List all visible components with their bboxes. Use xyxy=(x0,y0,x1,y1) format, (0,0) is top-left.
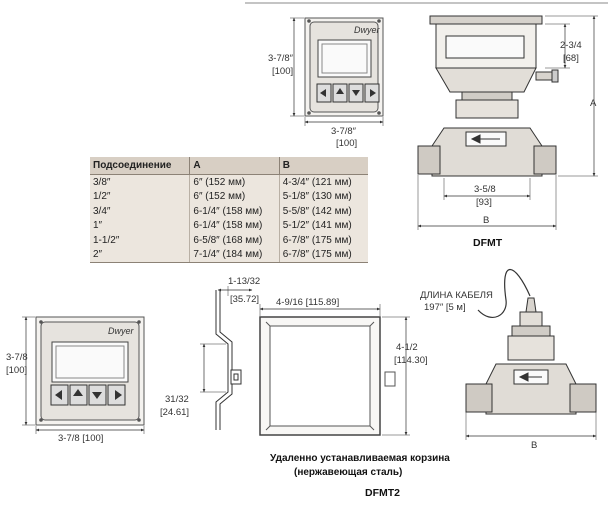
cell-b: 4-3/4″ (121 мм) xyxy=(279,174,368,190)
cable-length-value: 197″ [5 м] xyxy=(424,302,466,313)
dfmt-caption: DFMT xyxy=(473,237,503,249)
dfmt-brand-logo: Dwyer xyxy=(354,25,381,35)
cell-a: 7-1/4″ (184 мм) xyxy=(189,247,280,263)
cell-b: 6-7/8″ (175 мм) xyxy=(279,233,368,248)
basket-width-dim: 4-9/16 [115.89] xyxy=(276,297,339,308)
cell-a: 6-1/4″ (158 мм) xyxy=(189,218,280,233)
dfmt-front-width-mm: [100] xyxy=(336,138,357,149)
cell-b: 5-1/2″ (141 мм) xyxy=(279,218,368,233)
cell-a: 6″ (152 мм) xyxy=(189,174,280,190)
up-arrow-icon xyxy=(73,389,83,396)
dfmt2-front-panel: Dwyer xyxy=(35,316,145,426)
cable-length-label: ДЛИНА КАБЕЛЯ xyxy=(420,290,493,301)
bracket-top-dim: 1-13/32 xyxy=(228,276,260,287)
basket-height-dim-mm: [114.30] xyxy=(394,355,428,366)
down-arrow-icon xyxy=(352,90,360,96)
left-arrow-icon xyxy=(55,390,62,400)
basket-height-dim: 4-1/2 xyxy=(396,342,418,353)
dfmt-front-height-mm: [100] xyxy=(272,66,293,77)
cell-b: 5-5/8″ (142 мм) xyxy=(279,204,368,219)
table-row: 1-1/2″ 6-5/8″ (168 мм) 6-7/8″ (175 мм) xyxy=(90,233,368,248)
table-row: 1″ 6-1/4″ (158 мм) 5-1/2″ (141 мм) xyxy=(90,218,368,233)
cell-b: 5-1/8″ (130 мм) xyxy=(279,189,368,204)
table-row: 1/2″ 6″ (152 мм) 5-1/8″ (130 мм) xyxy=(90,189,368,204)
header-b: B xyxy=(279,157,368,175)
dfmt2-brand-logo: Dwyer xyxy=(108,326,135,336)
bracket-top-dim-mm: [35.72] xyxy=(230,294,259,305)
dfmt2-panel-height: 3-7/8 xyxy=(6,352,28,363)
cell-connection: 1/2″ xyxy=(90,189,191,204)
table-row: 3/4″ 6-1/4″ (158 мм) 5-5/8″ (142 мм) xyxy=(90,204,368,219)
right-arrow-icon xyxy=(370,89,376,97)
header-connection: Подсоединение xyxy=(90,157,191,175)
header-a: A xyxy=(189,157,280,175)
basket-caption-line2: (нержавеющая сталь) xyxy=(294,467,402,478)
mounting-bracket-profile xyxy=(215,290,242,430)
cell-connection: 1-1/2″ xyxy=(90,233,191,248)
dfmt-front-width: 3-7/8″ xyxy=(331,126,357,137)
cell-connection: 3/8″ xyxy=(90,174,191,190)
bracket-side-dim: 31/32 xyxy=(165,394,189,405)
cell-connection: 1″ xyxy=(90,218,191,233)
cell-connection: 2″ xyxy=(90,247,191,263)
dfmt-label-b: B xyxy=(483,215,489,226)
dfmt-housing-height-mm: [68] xyxy=(563,53,579,64)
remote-basket-front xyxy=(259,316,396,436)
table-row: 2″ 7-1/4″ (184 мм) 6-7/8″ (175 мм) xyxy=(90,247,368,263)
dfmt-front-height: 3-7/8″ xyxy=(268,53,294,64)
cell-a: 6″ (152 мм) xyxy=(189,189,280,204)
up-arrow-icon xyxy=(336,88,344,94)
dfmt-body-width-mm: [93] xyxy=(476,197,492,208)
left-arrow-icon xyxy=(320,89,326,97)
cell-a: 6-1/4″ (158 мм) xyxy=(189,204,280,219)
cell-connection: 3/4″ xyxy=(90,204,191,219)
dfmt-front-panel: Dwyer xyxy=(304,17,384,117)
dfmt2-panel-width: 3-7/8 [100] xyxy=(58,433,103,444)
dfmt-body-width: 3-5/8 xyxy=(474,184,496,195)
table-row: 3/8″ 6″ (152 мм) 4-3/4″ (121 мм) xyxy=(90,174,368,190)
right-arrow-icon xyxy=(115,390,122,400)
down-arrow-icon xyxy=(92,392,102,399)
cell-b: 6-7/8″ (175 мм) xyxy=(279,247,368,263)
dfmt2-label-b: B xyxy=(531,440,537,451)
dfmt2-sensor-view xyxy=(465,268,597,415)
dfmt-label-a: A xyxy=(590,98,597,109)
dfmt2-panel-height-mm: [100] xyxy=(6,365,27,376)
table-header-row: Подсоединение A B xyxy=(90,157,368,175)
connection-dimensions-table: Подсоединение A B 3/8″ 6″ (152 мм) 4-3/4… xyxy=(90,157,368,263)
basket-caption-line1: Удаленно устанавливаемая корзина xyxy=(270,453,450,464)
dfmt-housing-height: 2-3/4 xyxy=(560,40,582,51)
dfmt-side-view xyxy=(417,15,559,177)
dfmt2-caption: DFMT2 xyxy=(365,487,400,499)
bracket-side-dim-mm: [24.61] xyxy=(160,407,189,418)
cell-a: 6-5/8″ (168 мм) xyxy=(189,233,280,248)
